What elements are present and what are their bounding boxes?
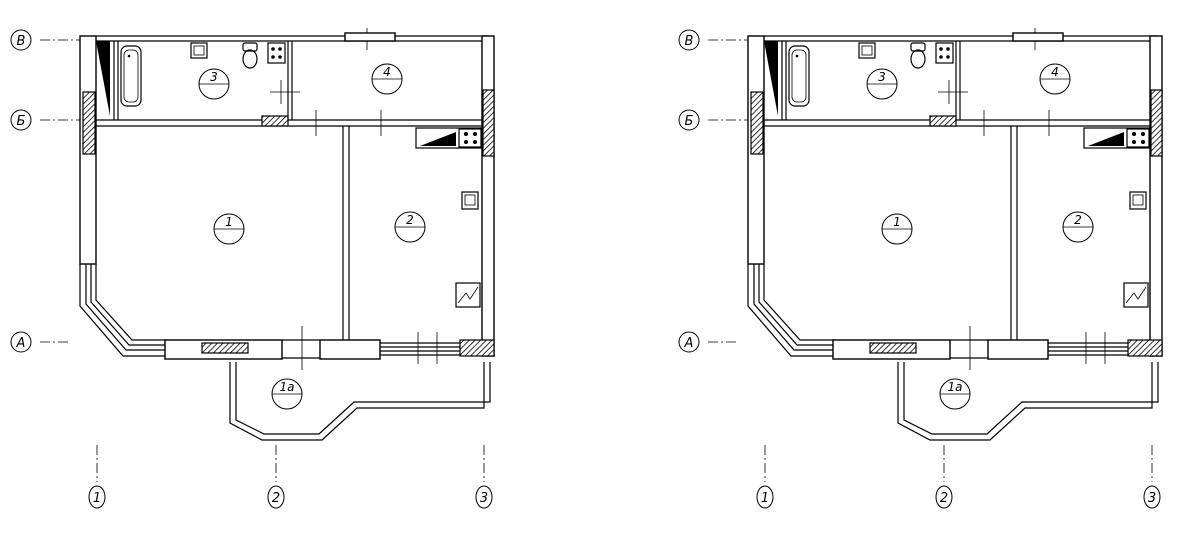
room-tag: 3 [866,68,898,100]
room-tag: 1a [939,378,971,410]
room-tag: 2 [394,211,426,243]
axis-label: 2 [940,491,948,506]
room-label: 3 [210,70,218,84]
axis-label: 1 [93,491,101,506]
axis-label: А [684,336,694,351]
room-label: 4 [1051,65,1059,79]
axis-marker-col: 2 [267,485,285,509]
axis-marker-row: В [678,29,700,51]
room-label: 3 [878,70,886,84]
room-tag: 3 [198,68,230,100]
axis-marker-col: 1 [756,485,774,509]
axis-marker-row: А [10,331,32,353]
floor-plan-left: 1 2 3 4 1a В Б А [10,27,495,509]
axis-label: 3 [1148,491,1156,506]
axis-label: 3 [480,491,488,506]
axis-marker-col: 1 [88,485,106,509]
room-label: 1a [280,380,295,394]
axis-label: В [685,34,694,49]
room-tag: 1 [213,213,245,245]
room-tag: 2 [1062,211,1094,243]
room-tag: 1 [881,213,913,245]
room-label: 1 [225,215,233,229]
axis-label: А [16,336,26,351]
room-tag: 4 [1039,63,1071,95]
axis-marker-col: 3 [475,485,493,509]
axis-marker-row: Б [10,109,32,131]
room-label: 2 [406,213,414,227]
axis-label: 2 [272,491,280,506]
room-label: 4 [383,65,391,79]
axis-marker-col: 3 [1143,485,1161,509]
axis-marker-row: А [678,331,700,353]
floor-plan-right: 1 2 3 4 1a В Б А [678,27,1163,509]
axis-marker-col: 2 [935,485,953,509]
room-tag: 1a [271,378,303,410]
room-label: 1a [948,380,963,394]
axis-label: Б [17,114,26,129]
axis-label: 1 [761,491,769,506]
axis-marker-row: В [10,29,32,51]
room-label: 1 [893,215,901,229]
axis-marker-row: Б [678,109,700,131]
axis-label: Б [685,114,694,129]
room-label: 2 [1074,213,1082,227]
room-tag: 4 [371,63,403,95]
axis-label: В [17,34,26,49]
